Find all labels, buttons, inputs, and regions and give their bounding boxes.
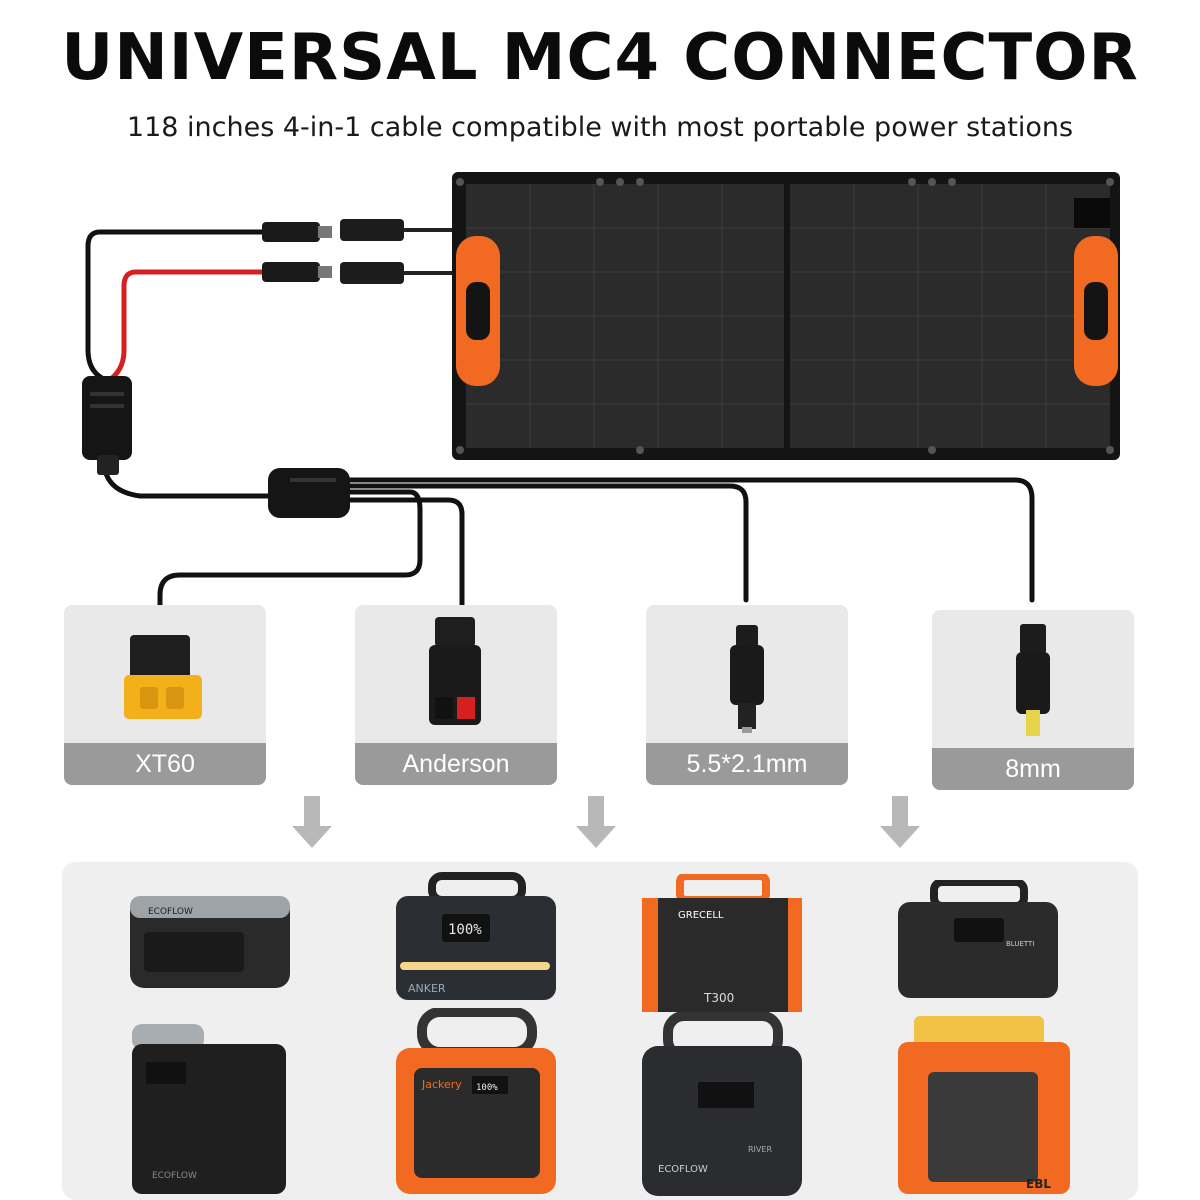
station-brand: EBL: [1026, 1177, 1051, 1191]
down-arrow-icon: [880, 796, 920, 848]
anderson-connector-icon: [429, 617, 481, 725]
power-station-grecell: GRECELL T300: [642, 874, 802, 1012]
mc4-input-cables: [85, 228, 454, 381]
y-branch-connector: [82, 376, 132, 475]
connector-card-xt60: XT60: [64, 605, 266, 785]
dc8mm-plug-icon: [1016, 624, 1050, 736]
station-brand: ECOFLOW: [152, 1171, 197, 1181]
solar-panel: [452, 172, 1120, 460]
solar-panel-cable-illustration: [82, 172, 1120, 608]
connector-label: 5.5*2.1mm: [646, 743, 848, 785]
station-display: 100%: [448, 922, 482, 938]
connector-card-8mm: 8mm: [932, 610, 1134, 790]
connector-label: 8mm: [932, 748, 1134, 790]
compatible-power-stations-panel: ECOFLOW 100% ANKER GRECELL T300 BLUETTI …: [62, 862, 1138, 1200]
page-subtitle: 118 inches 4-in-1 cable compatible with …: [126, 112, 1074, 143]
station-model: RIVER: [748, 1145, 772, 1154]
power-station-ecoflow-river: ECOFLOW: [130, 896, 290, 988]
mc4-connectors: [262, 219, 404, 284]
dc5521-plug-icon: [730, 625, 764, 733]
connector-label: Anderson: [355, 743, 557, 785]
station-display: 100%: [476, 1083, 498, 1093]
station-brand: ANKER: [408, 982, 446, 995]
dc-output-cables: [102, 467, 1035, 608]
power-station-anker: 100% ANKER: [396, 872, 556, 1000]
station-brand: ECOFLOW: [658, 1164, 708, 1175]
power-station-ecoflow-delta: ECOFLOW: [132, 1024, 286, 1194]
power-station-bluetti: BLUETTI: [898, 880, 1058, 998]
station-model: T300: [703, 991, 734, 1005]
station-brand: ECOFLOW: [148, 907, 193, 917]
connector-card-dc5521: 5.5*2.1mm: [646, 605, 848, 785]
power-station-ebl: EBL: [898, 1016, 1070, 1194]
down-arrow-icon: [576, 796, 616, 848]
xt60-connector-icon: [124, 635, 202, 719]
power-station-ecoflow-river-pro: ECOFLOW RIVER: [642, 1012, 802, 1196]
connector-card-anderson: Anderson: [355, 605, 557, 785]
down-arrow-icon: [292, 796, 332, 848]
station-brand: GRECELL: [678, 910, 724, 921]
power-station-jackery: 100% Jackery: [396, 1008, 556, 1194]
four-way-splitter: [268, 468, 350, 518]
station-brand: Jackery: [421, 1078, 462, 1091]
connector-label: XT60: [64, 743, 266, 785]
page-title: UNIVERSAL MC4 CONNECTOR: [61, 21, 1139, 95]
station-brand: BLUETTI: [1006, 940, 1034, 948]
